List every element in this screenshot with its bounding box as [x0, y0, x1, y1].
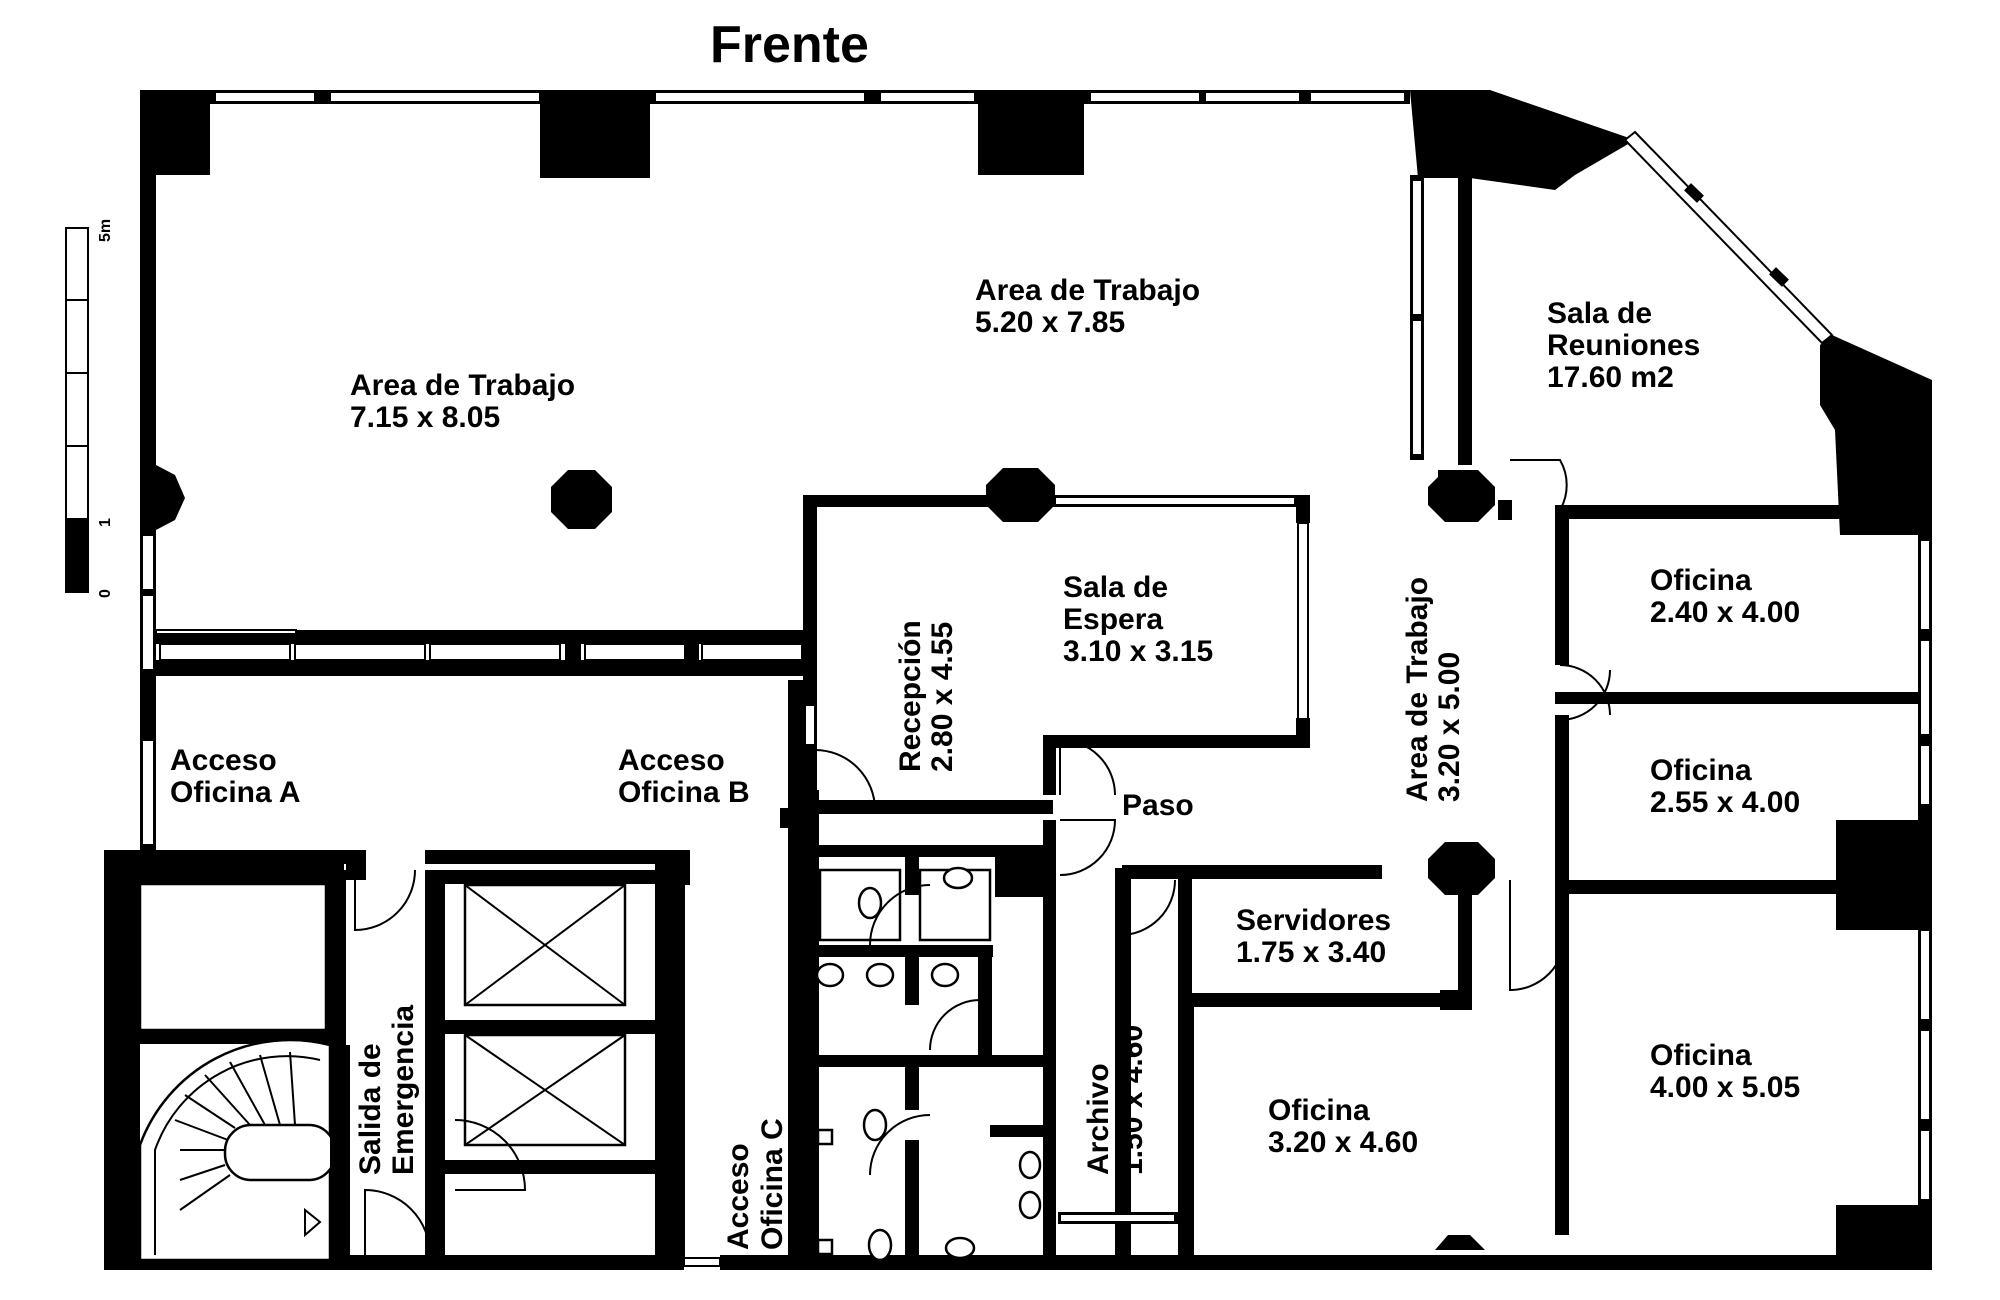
label-area-c-size: 3.20 x 5.00: [1433, 652, 1466, 802]
label-acceso-c-line1: Acceso: [722, 1143, 755, 1250]
label-reuniones-size: 17.60 m2: [1547, 361, 1674, 394]
label-archivo-size: 1.50 x 4.60: [1116, 1025, 1149, 1175]
label-oficina-4-name: Oficina: [1268, 1094, 1370, 1127]
label-salida-line2: Emergencia: [387, 1005, 420, 1175]
label-espera-line2: Espera: [1063, 603, 1163, 636]
corridor-walls: [156, 680, 808, 1270]
label-recepcion-name: Recepción: [894, 620, 927, 772]
label-oficina-1-name: Oficina: [1650, 564, 1752, 597]
bathrooms: [803, 845, 1053, 1262]
right-walls: [1058, 175, 1920, 1268]
scale-label-zero: 0: [97, 589, 114, 598]
core-block: [138, 870, 655, 1270]
label-acceso-c-line2: Oficina C: [756, 1118, 789, 1250]
label-oficina-2-size: 2.55 x 4.00: [1650, 786, 1800, 819]
label-paso: Paso: [1122, 789, 1194, 822]
label-oficina-4-size: 3.20 x 4.60: [1268, 1126, 1418, 1159]
label-recepcion-size: 2.80 x 4.55: [926, 622, 959, 772]
label-oficina-2-name: Oficina: [1650, 754, 1752, 787]
label-oficina-3-name: Oficina: [1650, 1039, 1752, 1072]
scale-label-mid: 1: [97, 518, 114, 527]
area-a-south-wall: [155, 629, 806, 676]
label-servidores-size: 1.75 x 3.40: [1236, 936, 1386, 969]
room-labels: Area de Trabajo 7.15 x 8.05 Area de Trab…: [170, 274, 1800, 1250]
label-espera-line1: Sala de: [1063, 571, 1168, 604]
plan-title: Frente: [710, 16, 869, 74]
scale-bar: 5m 1 0: [65, 219, 114, 598]
outer-walls: [104, 90, 1932, 1270]
label-area-b-size: 5.20 x 7.85: [975, 306, 1125, 339]
label-area-a-size: 7.15 x 8.05: [350, 401, 500, 434]
label-acceso-a-line2: Oficina A: [170, 776, 301, 809]
label-area-b-name: Area de Trabajo: [975, 274, 1200, 307]
label-espera-size: 3.10 x 3.15: [1063, 635, 1213, 668]
label-oficina-1-size: 2.40 x 4.00: [1650, 596, 1800, 629]
label-archivo-name: Archivo: [1082, 1063, 1115, 1175]
label-acceso-b-line1: Acceso: [618, 744, 725, 777]
label-area-c-name: Area de Trabajo: [1401, 577, 1434, 802]
label-acceso-b-line2: Oficina B: [618, 776, 750, 809]
label-salida-line1: Salida de: [354, 1043, 387, 1175]
label-acceso-a-line1: Acceso: [170, 744, 277, 777]
label-reuniones-line1: Sala de: [1547, 297, 1652, 330]
label-servidores-name: Servidores: [1236, 904, 1391, 937]
columns: [551, 468, 1495, 1250]
label-area-a-name: Area de Trabajo: [350, 369, 575, 402]
label-reuniones-line2: Reuniones: [1547, 329, 1700, 362]
reception-walls: [803, 495, 1310, 1260]
scale-label-top: 5m: [97, 219, 114, 242]
label-oficina-3-size: 4.00 x 5.05: [1650, 1071, 1800, 1104]
